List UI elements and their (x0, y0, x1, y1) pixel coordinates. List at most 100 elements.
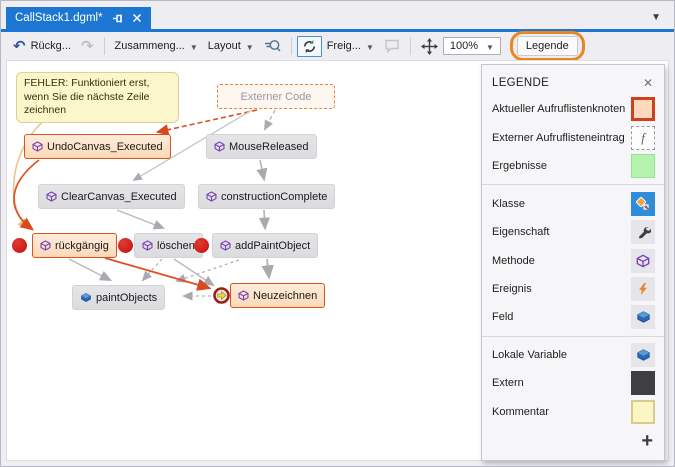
legend-footer: + (492, 426, 655, 456)
refresh-icon (303, 39, 315, 53)
legend-item-feld[interactable]: Feld (492, 303, 655, 331)
node-mousereleased[interactable]: MouseReleased (206, 134, 317, 159)
graph-toolbar: ↶ Rückg... ↷ Zusammeng... ▼ Layout ▼ (1, 31, 674, 61)
legend-item-kommentar[interactable]: Kommentar (492, 398, 655, 426)
method-cube-icon (220, 240, 231, 251)
node-loeschen[interactable]: löschen (134, 233, 203, 258)
legend-item-klasse[interactable]: Klasse (492, 189, 655, 217)
node-label: löschen (157, 239, 195, 252)
toolbar-separator (103, 37, 105, 55)
legend-header: LEGENDE ✕ (492, 71, 655, 95)
neighborhood-browse-button[interactable] (259, 36, 286, 56)
field-cube-icon[interactable] (631, 305, 655, 330)
node-externer-code[interactable]: Externer Code (217, 84, 335, 109)
node-rueckgaengig[interactable]: rückgängig (32, 233, 117, 258)
edge-constructioncomplete-to-addpaintobject (258, 209, 271, 231)
refresh-toggle-button[interactable] (296, 35, 322, 57)
edge-loeschen-to-neuzeichnen (173, 258, 215, 287)
node-label: UndoCanvas_Executed (47, 140, 163, 153)
edge-rueckgaengig-to-neuzeichnen (104, 257, 212, 291)
node-label: ClearCanvas_Executed (61, 190, 177, 203)
node-label: MouseReleased (229, 140, 309, 153)
edge-mousereleased-to-constructioncomplete (256, 159, 268, 182)
new-comment-button[interactable] (379, 36, 405, 56)
zoom-level-value: 100% (449, 40, 478, 52)
node-neuzeichnen[interactable]: Neuzeichnen (230, 283, 326, 308)
node-label: constructionComplete (221, 190, 328, 203)
legend-toggle-button[interactable]: Legende (509, 31, 585, 61)
legend-item-lokale-variable[interactable]: Lokale Variable (492, 341, 655, 369)
node-addpaintobject[interactable]: addPaintObject (212, 233, 319, 258)
tab-list-caret-icon[interactable]: ▼ (651, 12, 661, 23)
node-label: rückgängig (55, 239, 109, 252)
edge-addpaintobject-to-paintobjects (175, 259, 240, 283)
node-clearcanvas-executed[interactable]: ClearCanvas_Executed (38, 184, 185, 209)
property-wrench-icon[interactable] (631, 220, 655, 245)
current-statement-arrow-icon (213, 287, 230, 304)
tab-bar: CallStack1.dgml* ▼ (1, 1, 674, 32)
group-dropdown-button[interactable]: Zusammeng... ▼ (110, 37, 203, 55)
current-callstack-node-swatch[interactable] (631, 97, 655, 122)
zoom-level-dropdown[interactable]: 100% ▼ (442, 37, 501, 55)
node-constructioncomplete[interactable]: constructionComplete (198, 184, 336, 209)
graph-comment-note[interactable]: FEHLER: Funktioniert erst, wenn Sie die … (16, 72, 179, 123)
results-swatch[interactable] (631, 154, 655, 179)
share-dropdown-label: Freig... (326, 40, 361, 52)
event-lightning-icon[interactable] (631, 277, 655, 302)
group-dropdown-label: Zusammeng... (114, 40, 185, 52)
magnifier-speed-icon (264, 40, 281, 52)
layout-dropdown-button[interactable]: Layout ▼ (203, 37, 259, 55)
legend-item-current-callstack-node[interactable]: Aktueller Aufruflistenknoten (492, 95, 655, 123)
toolbar-separator (409, 37, 411, 55)
edge-externercode-to-mousereleased (264, 109, 276, 131)
toolbar-separator (290, 37, 292, 55)
legend-item-methode[interactable]: Methode (492, 246, 655, 274)
share-dropdown-button[interactable]: Freig... ▼ (322, 37, 379, 55)
node-label: Neuzeichnen (253, 289, 318, 302)
chevron-down-icon: ▼ (486, 42, 494, 52)
legend-item-eigenschaft[interactable]: Eigenschaft (492, 218, 655, 246)
pan-button[interactable] (416, 35, 443, 58)
legend-item-extern[interactable]: Extern (492, 369, 655, 397)
legend-item-external-callstack-entry[interactable]: Externer Aufruflisteneintrag f (492, 123, 655, 151)
external-callstack-entry-swatch[interactable]: f (631, 125, 655, 150)
breakpoint-dot[interactable] (194, 238, 209, 253)
edge-addpaintobject-to-neuzeichnen (261, 258, 274, 280)
method-cube-icon (214, 141, 225, 152)
edge-rueckgaengig-to-paintobjects (68, 258, 113, 282)
legend-button-label: Legende (525, 40, 569, 52)
legend-item-ereignis[interactable]: Ereignis (492, 275, 655, 303)
node-undocanvas-executed[interactable]: UndoCanvas_Executed (24, 134, 171, 159)
comment-swatch[interactable] (631, 399, 655, 424)
chevron-down-icon: ▼ (365, 42, 374, 52)
layout-dropdown-label: Layout (207, 40, 241, 52)
edge-clearcanvas-to-loeschen (116, 209, 165, 230)
method-cube-icon (206, 191, 217, 202)
node-label: paintObjects (96, 291, 158, 304)
method-cube-icon (238, 290, 249, 301)
close-icon[interactable]: ✕ (642, 75, 653, 90)
chevron-down-icon: ▼ (245, 42, 254, 52)
close-tab-icon[interactable] (132, 13, 142, 23)
undo-label: Rückg... (30, 40, 71, 52)
local-variable-cube-icon[interactable] (631, 342, 655, 367)
add-legend-item-button[interactable]: + (641, 430, 653, 453)
comment-bubble-icon (385, 39, 399, 53)
edge-loeschen-to-paintobjects (141, 258, 163, 282)
edge-undocanvas-to-rueckgaengig (13, 159, 40, 231)
class-icon[interactable] (631, 191, 655, 216)
breakpoint-dot[interactable] (118, 238, 133, 253)
node-paintobjects[interactable]: paintObjects (72, 285, 166, 310)
undo-button[interactable]: ↶ Rückg... (8, 36, 76, 57)
redo-button[interactable]: ↷ (76, 36, 99, 57)
legend-section-separator (482, 184, 664, 186)
document-tab[interactable]: CallStack1.dgml* (6, 7, 151, 29)
pin-icon[interactable] (112, 13, 123, 24)
field-cube-icon (81, 292, 91, 303)
tab-underline (1, 29, 674, 32)
extern-swatch[interactable] (631, 371, 655, 396)
method-cube-icon[interactable] (631, 248, 655, 273)
breakpoint-dot[interactable] (12, 238, 27, 253)
legend-item-results[interactable]: Ergebnisse (492, 152, 655, 180)
